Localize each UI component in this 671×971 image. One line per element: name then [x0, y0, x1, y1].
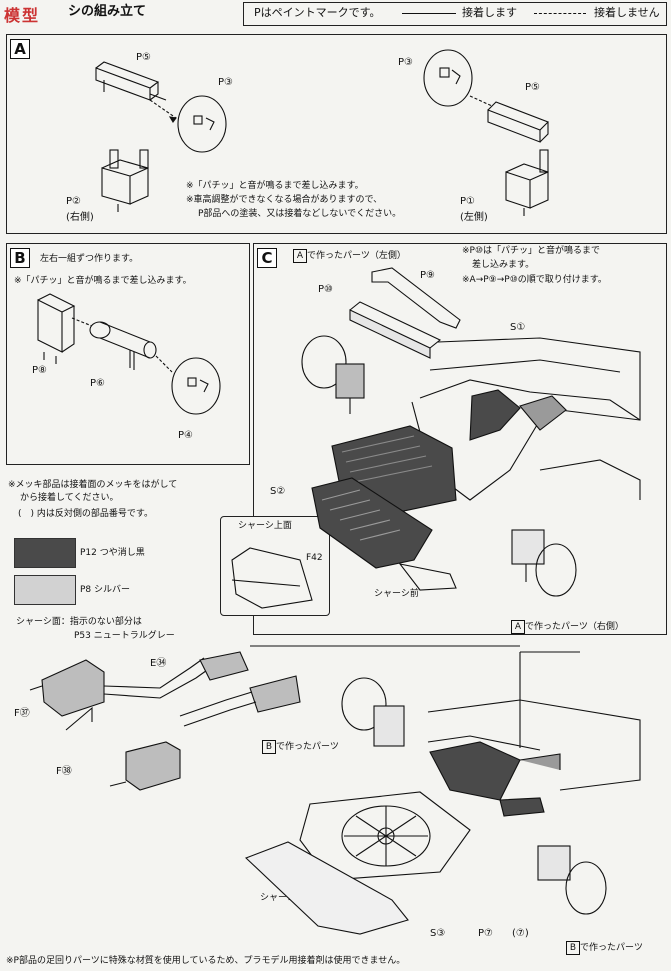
ref-a-left-badge: A: [293, 249, 307, 263]
rear-suspension-drawing: [341, 677, 641, 817]
made-right-caption: で作ったパーツ（右側）: [525, 622, 624, 632]
section-a-panel: [6, 34, 667, 234]
label-p1: P①: [460, 196, 475, 207]
label-p5-right: P⑤: [525, 82, 540, 93]
swatch-silver-label: P8 シルバー: [80, 585, 131, 595]
label-p10: P⑩: [318, 284, 333, 295]
ref-a-right-badge: A: [511, 620, 525, 634]
label-f37: F㊲: [14, 708, 30, 719]
strut-rear: [537, 845, 607, 915]
label-p9: P⑨: [420, 270, 435, 281]
notes-line-5: P53 ニュートラルグレー: [74, 631, 175, 641]
section-c-label: C: [257, 248, 277, 268]
chassis-rear-label: シャーシ後: [260, 893, 305, 903]
label-s3: S③: [430, 928, 446, 939]
notes-line-3: ( ) 内は反対側の部品番号です。: [18, 509, 153, 519]
ref-b2-text: B: [569, 943, 577, 953]
chassis-front-label: シャーシ前: [374, 589, 419, 599]
label-s1: S①: [510, 322, 526, 333]
notes-line-4: シャーシ面：指示のない部分は: [16, 617, 142, 627]
swatch-silver: [14, 575, 76, 605]
label-p3: P③: [218, 77, 233, 88]
label-p7-alt: (⑦): [512, 928, 529, 939]
site-logo: 模型: [4, 2, 66, 26]
section-b-panel: [6, 243, 250, 465]
section-a-note-3: P部品への塗装、又は接着などしないでください。: [198, 209, 402, 219]
label-s2: S②: [270, 486, 286, 497]
section-a-note-1: ※「パチッ」と音が鳴るまで差し込みます。: [186, 181, 364, 191]
part-s3-plate: [244, 841, 409, 935]
legend-paint: Pはペイントマークです。: [254, 6, 381, 19]
section-b-note-1: 左右一組ずつ作ります。: [40, 254, 139, 264]
made-b-caption: で作ったパーツ: [276, 742, 339, 752]
section-c-note-2: ※A→P⑨→P⑩の順で取り付けます。: [462, 275, 607, 285]
legend-noglue: 接着しません: [594, 6, 660, 19]
ref-b2-badge: B: [566, 941, 580, 955]
label-p2: P②: [66, 196, 81, 207]
label-p7: P⑦: [478, 928, 493, 939]
legend-box: [243, 2, 667, 26]
muffler-f37: [29, 659, 105, 717]
page-title: シの組み立て: [68, 4, 147, 19]
swatch-matte-black-label: P12 つや消し黒: [80, 548, 145, 558]
label-p6: P⑥: [90, 378, 105, 389]
swatch-matte-black: [14, 538, 76, 568]
ref-b-badge: B: [262, 740, 276, 754]
made-left-caption: で作ったパーツ（左側）: [307, 251, 406, 261]
label-p1-side: (左側): [460, 212, 488, 223]
label-p2-side: (右側): [66, 212, 94, 223]
label-p3-right: P③: [398, 57, 413, 68]
section-c-note-1: ※P⑩は「パチッ」と音が鳴るまで: [462, 246, 601, 256]
ref-a-right-text: A: [514, 622, 522, 632]
section-b-note-2: ※「パチッ」と音が鳴るまで差し込みます。: [14, 276, 192, 286]
inset-title: シャーシ上面: [238, 521, 292, 531]
notes-line-1: ※メッキ部品は接着面のメッキをはがして: [8, 480, 178, 490]
footer-note: ※P部品の足回りパーツに特殊な材質を使用しているため、プラモデル用接着剤は使用で…: [6, 956, 406, 966]
section-c-panel: [253, 243, 667, 635]
section-c-note-1b: 差し込みます。: [472, 260, 535, 270]
ref-a-left-text: A: [296, 251, 304, 261]
notes-line-2: から接着してください。: [20, 493, 119, 503]
section-a-label: A: [10, 39, 30, 59]
label-p8: P⑧: [32, 365, 47, 376]
label-f42: F42: [306, 553, 323, 563]
ref-b-text: B: [265, 742, 273, 752]
label-f38: F㊳: [56, 766, 72, 777]
label-p5: P⑤: [136, 52, 151, 63]
label-p4: P④: [178, 430, 193, 441]
section-a-note-2: ※車高調整ができなくなる場合がありますので、: [186, 195, 383, 205]
made-b2-caption: で作ったパーツ: [580, 943, 643, 953]
glue-arrow: [402, 13, 456, 14]
label-e34: E㉞: [150, 658, 167, 669]
legend-glue: 接着します: [462, 6, 517, 19]
section-b-label: B: [10, 248, 30, 268]
exhaust-e34: [103, 651, 301, 727]
noglue-arrow: [534, 13, 586, 14]
logo-text: 模型: [4, 6, 41, 25]
spare-tire-well: [299, 791, 471, 881]
muffler-f38: [109, 741, 181, 791]
